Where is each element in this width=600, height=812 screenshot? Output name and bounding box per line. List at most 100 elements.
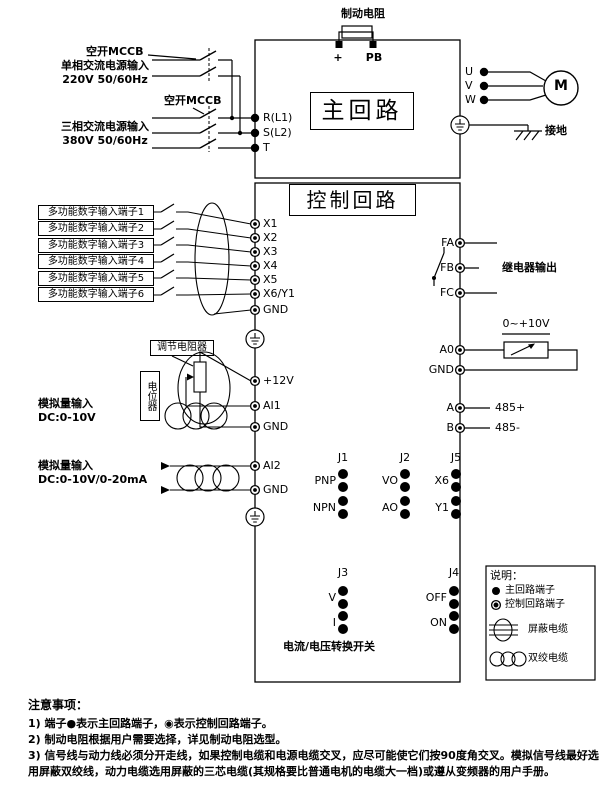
control-terminal — [454, 237, 466, 249]
legend-twisted-icon — [489, 651, 505, 667]
jumper-j3-bottom: I — [332, 616, 336, 629]
legend-twisted-icon — [500, 651, 516, 667]
potentiometer-wiring — [164, 351, 252, 430]
digital-input-label-5: 多功能数字输入端子5 — [38, 271, 154, 286]
jumper-j4-bottom: ON — [430, 616, 447, 629]
digital-input-label-1: 多功能数字输入端子1 — [38, 205, 154, 220]
analog2-wiring — [161, 462, 251, 494]
jumper-j5-top: X6 — [434, 474, 449, 487]
jumper-j3-top: V — [328, 591, 336, 604]
legend-twisted-icon — [511, 651, 527, 667]
plus-terminal — [335, 41, 343, 48]
twisted-pair-symbol — [200, 402, 228, 430]
ground-terminal-icon — [245, 507, 265, 527]
jumper-pin — [451, 509, 461, 519]
control-terminal — [249, 288, 261, 300]
relay-output-label: 继电器输出 — [502, 261, 557, 274]
digital-input-label-2: 多功能数字输入端子2 — [38, 221, 154, 236]
jumper-j5-bottom: Y1 — [435, 501, 449, 514]
terminal-label-12v: +12V — [263, 374, 294, 387]
jumper-pin — [449, 624, 459, 634]
legend-main-terminal-icon — [492, 587, 500, 595]
jumper-pin — [400, 509, 410, 519]
plus-label: + — [333, 51, 343, 64]
adjust-resistor-label: 调节电阻器 — [150, 340, 214, 356]
jumper-pin — [338, 496, 348, 506]
control-terminal — [249, 460, 261, 472]
mccb1-label: 空开MCCB — [86, 45, 144, 58]
terminal-label-gnd4: GND — [428, 363, 454, 376]
twisted-pair-symbol — [182, 402, 210, 430]
legend-main-terminal: 主回路端子 — [505, 585, 555, 596]
control-terminal — [249, 304, 261, 316]
pb-label: PB — [365, 51, 383, 64]
jumper-pin — [338, 482, 348, 492]
ground-terminal-icon — [245, 329, 265, 349]
terminal-label-w: W — [465, 93, 476, 106]
digital-input-label-6: 多功能数字输入端子6 — [38, 287, 154, 302]
jumper-pin — [451, 469, 461, 479]
control-terminal — [249, 260, 261, 272]
control-terminal — [454, 344, 466, 356]
motor-wiring — [488, 70, 579, 106]
notes-title: 注意事项： — [28, 698, 89, 712]
terminal-label-fc: FC — [439, 286, 454, 299]
terminal-label-gnd1: GND — [263, 303, 289, 316]
terminal-label-a: A — [446, 401, 454, 414]
single-phase-voltage: 220V 50/60Hz — [62, 73, 148, 86]
jumper-pin — [449, 611, 459, 621]
analog1-label: 模拟量输入 — [38, 397, 93, 410]
breaker-blades — [199, 50, 217, 149]
brake-resistor-symbol — [335, 25, 377, 48]
control-terminal — [249, 421, 261, 433]
control-terminal — [249, 400, 261, 412]
jumper-pin — [338, 611, 348, 621]
terminal-label-r: R(L1) — [263, 111, 293, 124]
jumper-pin — [451, 496, 461, 506]
main-ground — [469, 124, 542, 141]
three-phase-label: 三相交流电源输入 — [61, 120, 149, 133]
jumper-j5-label: J5 — [450, 451, 462, 464]
terminal-label-x2: X2 — [263, 231, 278, 244]
jumper-j2-bottom: AO — [382, 501, 398, 514]
terminal-label-t: T — [263, 141, 270, 154]
jumper-pin — [400, 496, 410, 506]
jumper-pin — [449, 586, 459, 596]
control-terminal — [454, 422, 466, 434]
jumper-j1-label: J1 — [337, 451, 349, 464]
main-terminal — [250, 113, 260, 123]
power-wiring — [147, 48, 251, 152]
terminal-label-b: B — [446, 421, 454, 434]
jumper-j3-label: J3 — [337, 566, 349, 579]
digital-input-label-3: 多功能数字输入端子3 — [38, 238, 154, 253]
note-line-3: 3) 信号线与动力线必须分开走线，如果控制电缆和电源电缆交叉，应尽可能使它们按9… — [28, 749, 599, 762]
junction-dot — [229, 115, 235, 121]
meter-box — [503, 341, 549, 359]
note-line-4: 用屏蔽双绞线，动力电缆选用屏蔽的三芯电缆(其规格要比普通电机的电缆大一档)或遵从… — [28, 765, 556, 778]
note-line-2: 2) 制动电阻根据用户需要选择，详见制动电阻选型。 — [28, 733, 287, 746]
note-line-1: 1) 端子●表示主回路端子，◉表示控制回路端子。 — [28, 717, 273, 730]
jumper-j2-label: J2 — [399, 451, 411, 464]
jumper-pin — [338, 469, 348, 479]
analog-output-range: 0~+10V — [502, 317, 550, 330]
jumper-j2-top: VO — [382, 474, 398, 487]
single-phase-label: 单相交流电源输入 — [61, 59, 149, 72]
jumper-j4-top: OFF — [425, 591, 447, 604]
control-circuit-title: 控制回路 — [289, 184, 416, 216]
terminal-label-x5: X5 — [263, 273, 278, 286]
legend-control-terminal: 控制回路端子 — [505, 599, 565, 610]
meter-wiring — [464, 333, 578, 371]
rs485-minus-label: 485- — [495, 421, 520, 434]
terminal-label-ai2: AI2 — [263, 459, 281, 472]
wiper-arrow — [187, 373, 194, 381]
wire-arrow — [161, 486, 170, 494]
jumper-pin — [338, 624, 348, 634]
shielded-cable-symbol — [194, 202, 230, 316]
control-terminal — [249, 246, 261, 258]
analog2-label: 模拟量输入 — [38, 459, 93, 472]
digital-input-label-4: 多功能数字输入端子4 — [38, 254, 154, 269]
control-terminal — [249, 218, 261, 230]
control-terminal — [454, 364, 466, 376]
terminal-label-gnd2: GND — [263, 420, 289, 433]
